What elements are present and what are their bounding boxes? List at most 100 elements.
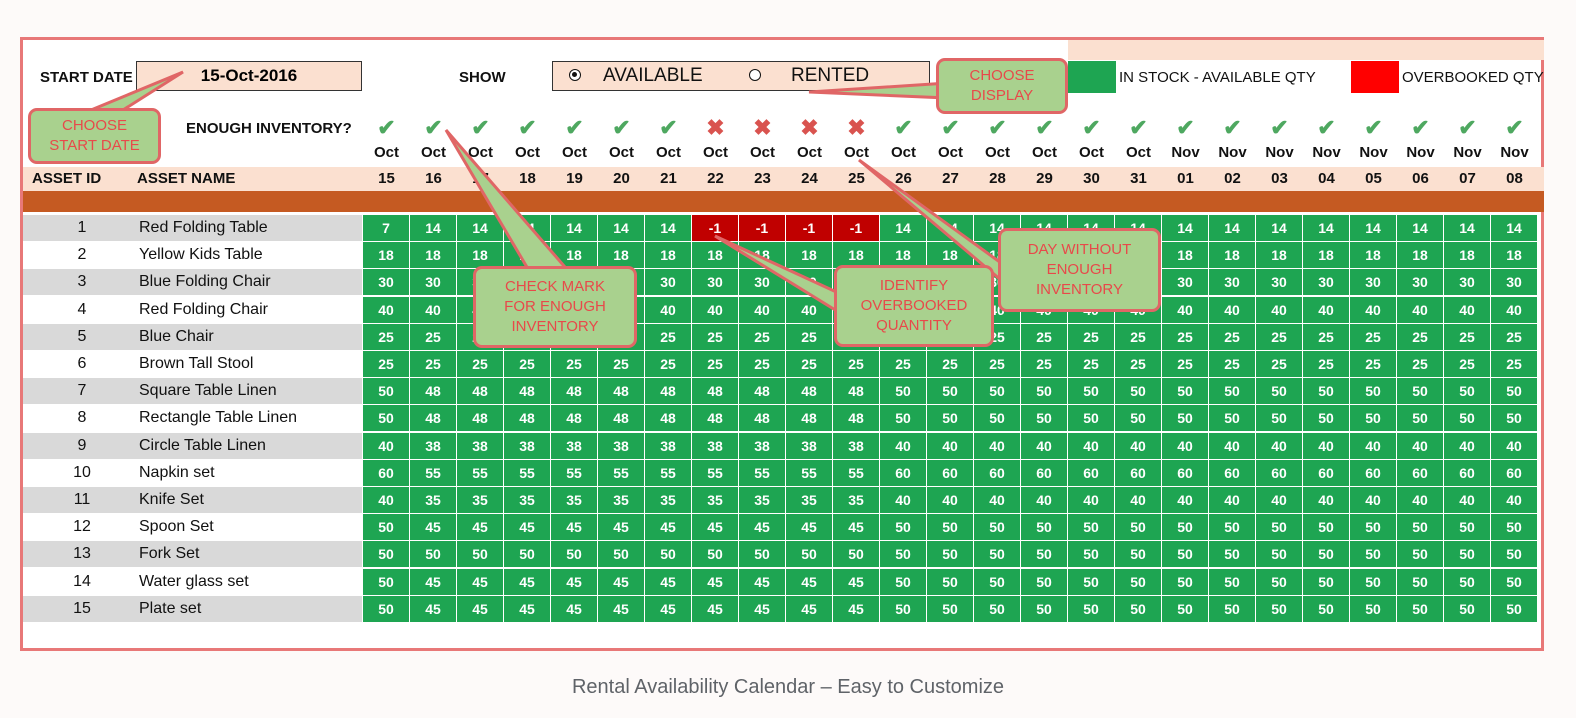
qty-cell: 50 bbox=[1162, 378, 1208, 404]
qty-cell: 48 bbox=[457, 405, 503, 431]
qty-cell: 50 bbox=[363, 378, 409, 404]
qty-cell: 48 bbox=[692, 405, 738, 431]
qty-cell: 40 bbox=[1115, 487, 1161, 513]
qty-cell: 25 bbox=[1162, 324, 1208, 350]
qty-cell: 25 bbox=[1397, 351, 1443, 377]
show-label: SHOW bbox=[459, 69, 506, 86]
qty-cell: 14 bbox=[927, 215, 973, 241]
qty-cell: 50 bbox=[1350, 514, 1396, 540]
qty-cell: 40 bbox=[739, 297, 785, 323]
qty-cell: 38 bbox=[692, 433, 738, 459]
radio-available-label[interactable]: AVAILABLE bbox=[603, 65, 703, 86]
asset-id-cell: 15 bbox=[23, 596, 141, 622]
qty-cell: 60 bbox=[1491, 460, 1537, 486]
qty-cell: 25 bbox=[927, 351, 973, 377]
qty-cell: 55 bbox=[504, 460, 550, 486]
check-icon: ✔ bbox=[1035, 115, 1054, 140]
qty-cell: -1 bbox=[786, 215, 832, 241]
qty-cell: 50 bbox=[1444, 596, 1490, 622]
qty-cell: 50 bbox=[645, 541, 691, 567]
date-day: 16 bbox=[410, 167, 457, 191]
check-icon: ✔ bbox=[518, 115, 537, 140]
qty-cell: 18 bbox=[1303, 242, 1349, 268]
qty-cell: 50 bbox=[1209, 378, 1255, 404]
qty-cell: 14 bbox=[1444, 215, 1490, 241]
qty-cell: 45 bbox=[457, 596, 503, 622]
callout-start-date: CHOOSE START DATE bbox=[28, 108, 161, 164]
qty-cell: 60 bbox=[1068, 460, 1114, 486]
qty-cell: 50 bbox=[692, 541, 738, 567]
qty-cell: 55 bbox=[410, 460, 456, 486]
radio-available[interactable] bbox=[569, 69, 581, 81]
callout-day-without: DAY WITHOUT ENOUGH INVENTORY bbox=[998, 228, 1161, 312]
cross-icon: ✖ bbox=[847, 115, 866, 140]
qty-cell: 50 bbox=[1115, 541, 1161, 567]
qty-cell: 14 bbox=[1162, 215, 1208, 241]
qty-cell: 25 bbox=[457, 351, 503, 377]
qty-cell: 48 bbox=[410, 378, 456, 404]
qty-cell: 50 bbox=[974, 405, 1020, 431]
date-day: 20 bbox=[598, 167, 645, 191]
qty-cell: 30 bbox=[1350, 269, 1396, 295]
qty-cell: 25 bbox=[1021, 324, 1067, 350]
qty-cell: 45 bbox=[504, 569, 550, 595]
qty-cell: 30 bbox=[1444, 269, 1490, 295]
qty-cell: 14 bbox=[1209, 215, 1255, 241]
qty-cell: 60 bbox=[363, 460, 409, 486]
date-month: Nov bbox=[1218, 144, 1247, 161]
radio-rented-label[interactable]: RENTED bbox=[791, 65, 870, 86]
qty-cell: 25 bbox=[739, 324, 785, 350]
radio-rented[interactable] bbox=[749, 69, 761, 81]
qty-cell: 45 bbox=[833, 569, 879, 595]
qty-cell: 48 bbox=[645, 405, 691, 431]
qty-cell: 35 bbox=[457, 487, 503, 513]
qty-cell: 40 bbox=[1256, 487, 1302, 513]
qty-cell: 35 bbox=[692, 487, 738, 513]
qty-cell: 25 bbox=[1209, 351, 1255, 377]
qty-cell: 40 bbox=[1303, 433, 1349, 459]
qty-cell: 48 bbox=[833, 405, 879, 431]
qty-cell: 25 bbox=[1303, 324, 1349, 350]
asset-id-cell: 14 bbox=[73, 573, 91, 590]
qty-cell: 55 bbox=[598, 460, 644, 486]
check-icon: ✔ bbox=[1364, 115, 1383, 140]
asset-name-cell: Yellow Kids Table bbox=[139, 246, 263, 263]
legend-in-stock-label: IN STOCK - AVAILABLE QTY bbox=[1119, 69, 1316, 86]
qty-cell: 45 bbox=[786, 596, 832, 622]
qty-cell: 50 bbox=[927, 541, 973, 567]
qty-cell: 25 bbox=[363, 351, 409, 377]
qty-cell: 40 bbox=[645, 297, 691, 323]
qty-cell: 40 bbox=[1068, 487, 1114, 513]
qty-cell: 50 bbox=[1162, 569, 1208, 595]
qty-cell: 30 bbox=[410, 269, 456, 295]
display-selector: AVAILABLE RENTED bbox=[552, 61, 930, 91]
qty-cell: 50 bbox=[927, 596, 973, 622]
check-icon: ✔ bbox=[471, 115, 490, 140]
calendar-sheet: START DATE 15-Oct-2016 SHOW AVAILABLE RE… bbox=[20, 37, 1544, 651]
qty-cell: 50 bbox=[457, 541, 503, 567]
qty-cell: 45 bbox=[504, 596, 550, 622]
qty-cell: 30 bbox=[1162, 269, 1208, 295]
qty-cell: 50 bbox=[363, 541, 409, 567]
date-day: 02 bbox=[1209, 167, 1256, 191]
qty-cell: 40 bbox=[1350, 433, 1396, 459]
qty-cell: 48 bbox=[645, 378, 691, 404]
qty-cell: 60 bbox=[1162, 460, 1208, 486]
date-month: Oct bbox=[373, 144, 399, 161]
qty-cell: 40 bbox=[1350, 487, 1396, 513]
qty-cell: 48 bbox=[551, 405, 597, 431]
qty-cell: 45 bbox=[739, 569, 785, 595]
qty-cell: 40 bbox=[1397, 487, 1443, 513]
qty-cell: 45 bbox=[645, 596, 691, 622]
start-date-input[interactable]: 15-Oct-2016 bbox=[136, 61, 362, 91]
qty-cell: 50 bbox=[880, 596, 926, 622]
qty-cell: 50 bbox=[1021, 596, 1067, 622]
qty-cell: 38 bbox=[645, 433, 691, 459]
qty-cell: 14 bbox=[645, 215, 691, 241]
qty-cell: 50 bbox=[880, 405, 926, 431]
check-icon: ✔ bbox=[988, 115, 1007, 140]
date-month: Nov bbox=[1312, 144, 1341, 161]
qty-cell: 48 bbox=[692, 378, 738, 404]
qty-cell: 50 bbox=[1350, 378, 1396, 404]
qty-cell: 25 bbox=[1021, 351, 1067, 377]
